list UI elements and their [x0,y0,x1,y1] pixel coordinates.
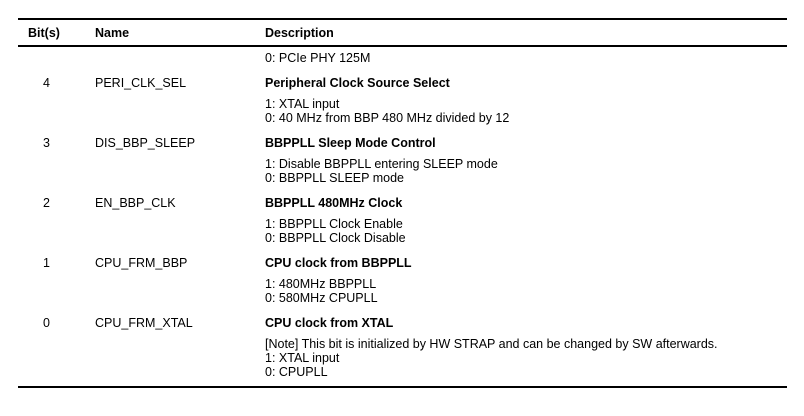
description-line: 0: CPUPLL [265,365,328,379]
description-line: 1: XTAL input [265,97,340,111]
bit-cell: 4 [43,76,50,90]
description-line: 1: 480MHz BBPPLL [265,277,377,291]
description-line: 0: PCIe PHY 125M [265,51,371,65]
description-cell: Peripheral Clock Source Select 1: XTAL i… [265,76,743,125]
description-cell: BBPPLL Sleep Mode Control 1: Disable BBP… [265,136,743,185]
name-cell [95,51,265,65]
name-cell: DIS_BBP_SLEEP [95,136,196,150]
table-body: 0: PCIe PHY 125M 4 PERI_CLK_SEL Peripher… [18,47,787,386]
table-row: 4 PERI_CLK_SEL Peripheral Clock Source S… [18,72,787,132]
name-cell: CPU_FRM_BBP [95,256,188,270]
register-bits-table: Bit(s) Name Description 0: PCIe PHY 125M… [18,18,787,388]
description-title: CPU clock from XTAL [265,316,394,330]
column-header-description: Description [265,25,334,40]
table-row: 2 EN_BBP_CLK BBPPLL 480MHz Clock 1: BBPP… [18,192,787,252]
name-cell: PERI_CLK_SEL [95,76,187,90]
bit-cell: 3 [43,136,50,150]
table-row: 0 CPU_FRM_XTAL CPU clock from XTAL [Note… [18,312,787,386]
name-cell: CPU_FRM_XTAL [95,316,193,330]
description-line: 1: Disable BBPPLL entering SLEEP mode [265,157,498,171]
description-cell: 0: PCIe PHY 125M [265,51,743,65]
description-title: CPU clock from BBPPLL [265,256,412,270]
table-header-row: Bit(s) Name Description [18,20,787,47]
description-note: [Note] This bit is initialized by HW STR… [265,337,718,351]
description-title: BBPPLL Sleep Mode Control [265,136,436,150]
table-row: 0: PCIe PHY 125M [18,47,787,72]
bit-cell: 0 [43,316,50,330]
description-line: 0: 40 MHz from BBP 480 MHz divided by 12 [265,111,510,125]
column-header-bits: Bit(s) [28,25,60,40]
description-cell: BBPPLL 480MHz Clock 1: BBPPLL Clock Enab… [265,196,743,245]
bit-cell [18,51,95,65]
description-line: 0: BBPPLL Clock Disable [265,231,406,245]
description-line: 0: BBPPLL SLEEP mode [265,171,404,185]
description-title: Peripheral Clock Source Select [265,76,450,90]
description-cell: CPU clock from BBPPLL 1: 480MHz BBPPLL 0… [265,256,743,305]
name-cell: EN_BBP_CLK [95,196,176,210]
table-row: 1 CPU_FRM_BBP CPU clock from BBPPLL 1: 4… [18,252,787,312]
description-line: 1: XTAL input [265,351,340,365]
description-cell: CPU clock from XTAL [Note] This bit is i… [265,316,743,379]
column-header-name: Name [95,25,130,40]
bit-cell: 1 [43,256,50,270]
table-row: 3 DIS_BBP_SLEEP BBPPLL Sleep Mode Contro… [18,132,787,192]
description-line: 1: BBPPLL Clock Enable [265,217,403,231]
description-line: 0: 580MHz CPUPLL [265,291,378,305]
description-title: BBPPLL 480MHz Clock [265,196,403,210]
bit-cell: 2 [43,196,50,210]
